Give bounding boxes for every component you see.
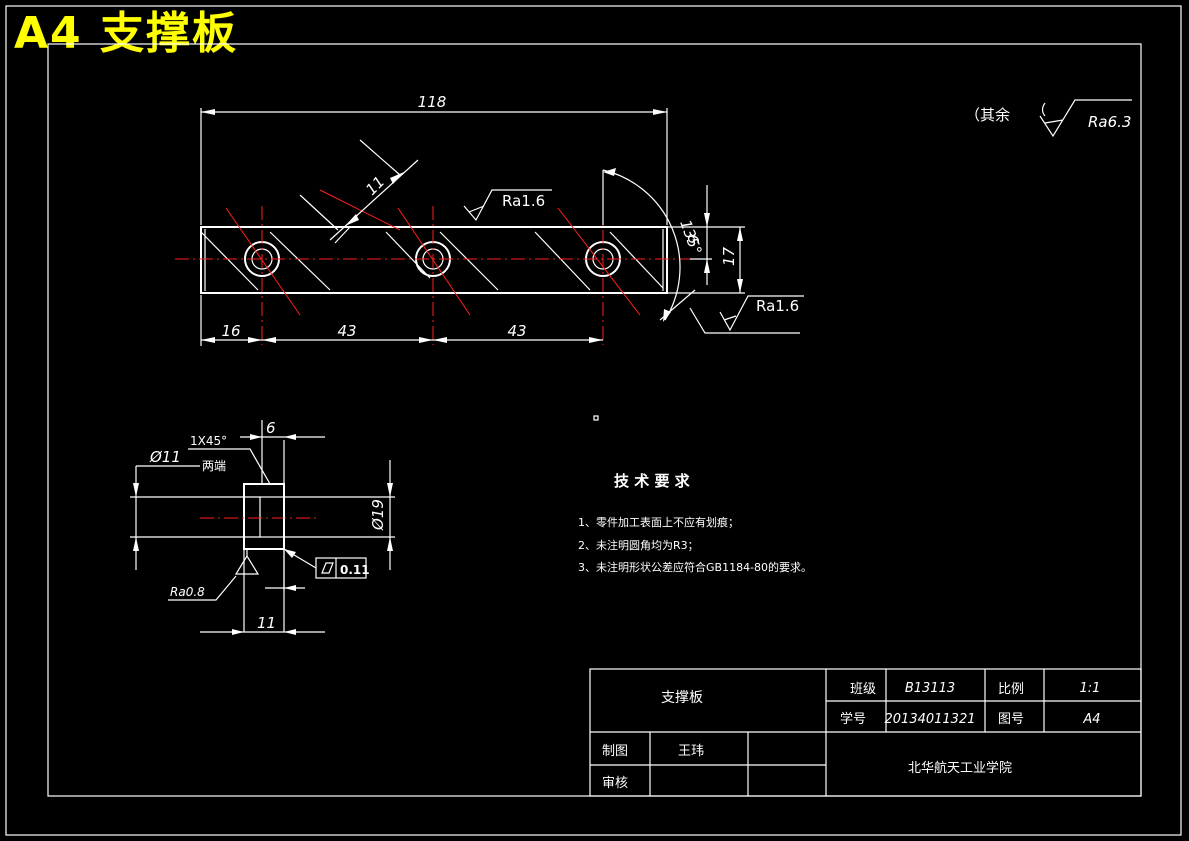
dim-11b-label: 11 [257,614,276,632]
chamfer-note-label: 两端 [202,459,226,473]
chamfer-label: 1X45° [190,434,227,448]
outer-frame [5,5,1182,836]
dim-d11-label: Ø11 [149,448,181,466]
drawing-title: A4 支撑板 [14,8,238,59]
stray-point [593,415,599,421]
ra-bore-leader [168,575,237,601]
dim-43a-label: 43 [337,322,356,340]
tech-item-2: 2、未注明圆角均为R3； [578,538,699,552]
main-view: 118 11 16 43 43 [175,93,804,346]
checker-label: 审核 [602,776,628,791]
student-no-label: 学号 [840,711,866,727]
bushing-outer [243,483,285,550]
ra-bore-label: Ra0.8 [170,585,205,599]
roughness-general: （其余 Ra6.3 [965,99,1132,138]
part-name: 支撑板 [661,690,703,706]
tech-item-3: 3、未注明形状公差应符合GB1184-80的要求。 [578,560,812,574]
dim-6-label: 6 [266,419,276,437]
center-lines [175,189,690,345]
drafter-name: 王玮 [678,744,704,759]
dim-overall-length: 118 [200,93,668,225]
roughness-symbol-right: Ra1.6 [689,295,804,334]
drafter-label: 制图 [602,744,628,759]
ra-top-label: Ra1.6 [502,192,545,210]
dim-11-label: 11 [362,173,388,199]
school-name: 北华航天工业学院 [908,760,1012,776]
title-block: 支撑板 班级 B13113 比例 1:1 学号 20134011321 图号 A… [589,668,1142,797]
class-label: 班级 [850,682,876,697]
dim-heights: 9 17 [668,185,745,294]
student-no-value: 20134011321 [885,712,976,727]
slot-lines [200,226,664,291]
scale-value: 1:1 [1080,681,1101,696]
plate-outline [200,226,668,294]
tolerance-frame [315,557,367,579]
dim-bottom-chain: 16 43 43 [200,295,603,346]
tolerance-value: 0.11 [340,563,370,577]
dim-43b-label: 43 [507,322,526,340]
class-value: B13113 [905,681,955,696]
dim-9-label: 9 [685,234,703,244]
datum-triangle [234,554,260,575]
dim-d19-label: Ø19 [369,499,387,531]
dim-angle: 135° [602,168,706,322]
roughness-symbol-top: Ra1.6 [463,189,552,222]
tech-item-1: 1、零件加工表面上不应有划痕； [578,515,739,529]
bushing-bore [259,496,285,538]
dim-118-label: 118 [418,93,447,111]
section-view: 6 1X45° 两端 Ø11 Ø19 0.11 Ra0.8 [130,419,395,635]
tech-requirements: 技 术 要 求 1、零件加工表面上不应有划痕； 2、未注明圆角均为R3； 3、未… [578,472,812,574]
scale-label: 比例 [998,682,1024,697]
drawing-no-value: A4 [1082,712,1100,727]
other-ra-label: Ra6.3 [1088,113,1131,131]
ra-right-label: Ra1.6 [756,297,799,315]
other-note-label: （其余 [965,106,1010,124]
drawing-no-label: 图号 [998,712,1024,727]
dim-17-label: 17 [720,246,738,266]
tech-title: 技 术 要 求 [614,472,691,490]
dim-slot-width: 11 [299,139,419,241]
dim-16-label: 16 [221,322,240,340]
